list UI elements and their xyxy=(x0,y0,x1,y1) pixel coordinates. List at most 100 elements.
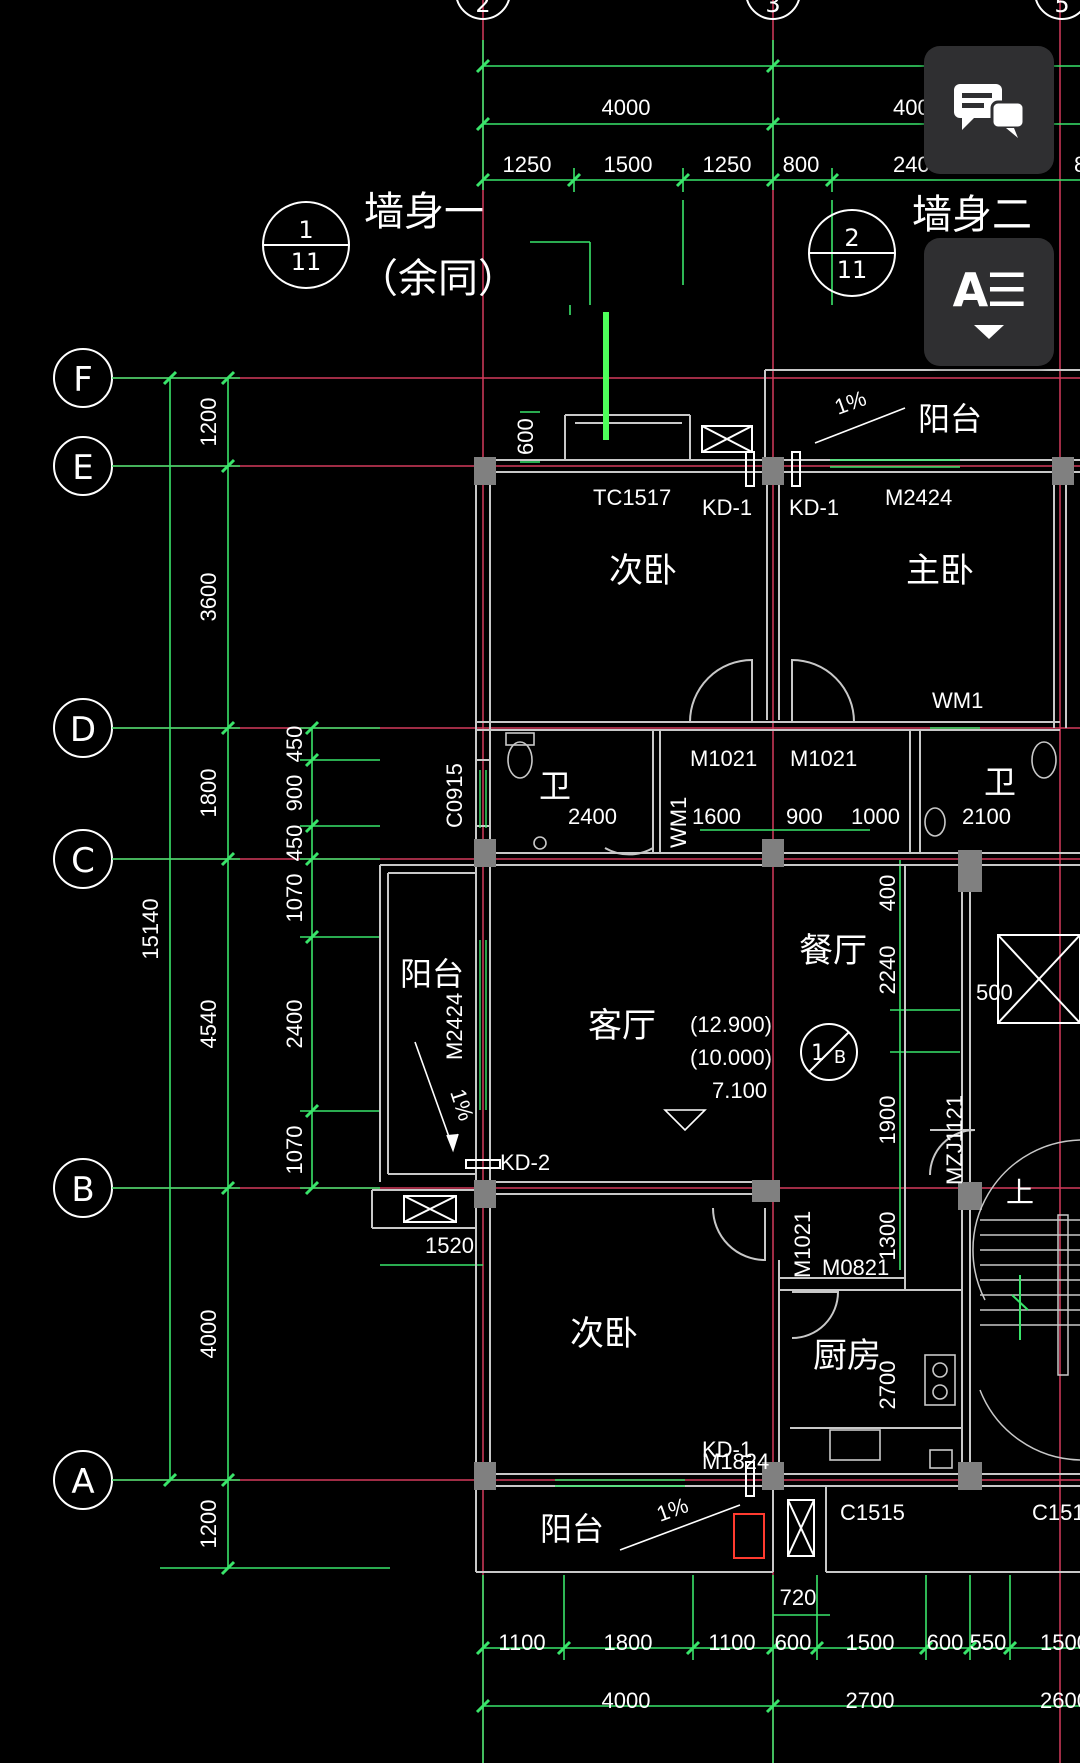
dim-bot-1100a: 1100 xyxy=(498,1630,545,1655)
dim-900: 900 xyxy=(786,804,823,829)
tag-m2424-vert: M2424 xyxy=(442,993,467,1060)
room-bath-left: 卫 xyxy=(539,767,571,805)
row-axis-bubbles xyxy=(53,348,113,1510)
structural-columns xyxy=(474,457,1074,1490)
dim-2100: 2100 xyxy=(962,804,1011,829)
slope-left: 1% xyxy=(445,1086,479,1124)
dim-left-1200a: 1200 xyxy=(196,398,221,447)
elevation-3: 7.100 xyxy=(712,1078,767,1103)
dim-bot-600b: 600 xyxy=(927,1630,964,1655)
room-dining: 餐厅 xyxy=(799,931,867,971)
tag-m1021-a: M1021 xyxy=(690,746,757,771)
tag-m0821: M0821 xyxy=(822,1255,889,1280)
slope-top: 1% xyxy=(831,385,869,419)
comment-icon xyxy=(954,84,1026,138)
elevation-marker-icon xyxy=(663,1109,707,1132)
stair-up-label: 上 xyxy=(1006,1176,1034,1209)
tag-m2424-top: M2424 xyxy=(885,485,952,510)
detail-ref-1-den: 11 xyxy=(291,248,322,276)
dim-bot-550: 550 xyxy=(970,1630,1007,1655)
dim-2400: 2400 xyxy=(568,804,617,829)
stair-arrows xyxy=(1011,1275,1029,1340)
detail-ref-1-sub: （余同） xyxy=(358,256,518,302)
axis-col-3: 3 xyxy=(765,0,780,18)
dim-top-800: 800 xyxy=(783,152,820,177)
elevation-2: (10.000) xyxy=(690,1045,772,1070)
dim-left-4000: 4000 xyxy=(196,1310,221,1359)
dim-1900: 1900 xyxy=(875,1096,900,1145)
tag-m1824: M1824 xyxy=(702,1449,769,1474)
dim-1520: 1520 xyxy=(425,1233,474,1258)
room-balcony-top: 阳台 xyxy=(918,400,982,438)
detail-ref-2-den: 11 xyxy=(837,256,868,284)
dim-bot-600a: 600 xyxy=(775,1630,812,1655)
door-swings xyxy=(604,658,976,1339)
tag-tc1517: TC1517 xyxy=(593,485,671,510)
row-axis-labels: F E D C B A xyxy=(70,360,96,1502)
dim-400: 400 xyxy=(875,875,900,912)
dim-left-1800: 1800 xyxy=(196,769,221,818)
dim-inner-1070b: 1070 xyxy=(282,1126,307,1175)
dim-bot-1500a: 1500 xyxy=(846,1630,895,1655)
dim-left-4540: 4540 xyxy=(196,1000,221,1049)
tag-c151: C151 xyxy=(1032,1500,1080,1525)
axis-col-2: 2 xyxy=(475,0,490,18)
detail-ref-1-title: 墙身一 xyxy=(364,189,484,235)
dim-bot-4000: 4000 xyxy=(602,1688,651,1713)
dim-top-1250a: 1250 xyxy=(503,152,552,177)
text-format-icon: A☰ xyxy=(952,263,1028,317)
tag-kd2: KD-2 xyxy=(500,1150,550,1175)
room-master-bedroom: 主卧 xyxy=(906,551,974,591)
equipment-boxes xyxy=(403,425,1080,1557)
kd-openings xyxy=(465,451,801,1497)
dim-bot-1500b: 1500 xyxy=(1040,1630,1080,1655)
tag-m1021-b: M1021 xyxy=(790,746,857,771)
dim-left-3600: 3600 xyxy=(196,573,221,622)
dim-left-1200b: 1200 xyxy=(196,1500,221,1549)
axis-row-e: E xyxy=(72,448,93,488)
room-dims: 2400 1600 900 1000 2100 500 1520 400 224… xyxy=(425,804,1013,1409)
slope-arrows xyxy=(414,407,906,1551)
dim-inner-450b: 450 xyxy=(282,825,307,862)
dim-2700: 2700 xyxy=(875,1361,900,1410)
comment-button[interactable] xyxy=(924,46,1054,174)
axis-row-c: C xyxy=(71,841,95,881)
heater-icon xyxy=(733,1513,765,1559)
tag-kd1-a: KD-1 xyxy=(702,495,752,520)
opening-tags: TC1517 KD-1 KD-1 M2424 WM1 M1021 M1021 M… xyxy=(442,418,1080,1525)
dimension-ticks xyxy=(162,58,1018,1714)
dim-inner-450a: 450 xyxy=(282,726,307,763)
dim-top-1250b: 1250 xyxy=(703,152,752,177)
left-outer-dims: 1200 3600 1800 4540 4000 1200 15140 xyxy=(138,398,221,1549)
dim-1300: 1300 xyxy=(875,1212,900,1261)
room-kitchen: 厨房 xyxy=(813,1336,881,1376)
dim-500: 500 xyxy=(976,980,1013,1005)
tag-wm1-side: WM1 xyxy=(666,797,691,848)
dim-top-1500: 1500 xyxy=(604,152,653,177)
section-ref-num: 1 xyxy=(811,1041,825,1066)
room-bath-right: 卫 xyxy=(984,763,1016,801)
tag-c0915: C0915 xyxy=(442,763,467,828)
room-living: 客厅 xyxy=(588,1006,656,1046)
axis-row-b: B xyxy=(71,1170,94,1210)
dim-top-400: 400 xyxy=(893,95,930,120)
tag-kd1-b: KD-1 xyxy=(789,495,839,520)
tag-600: 600 xyxy=(513,418,538,455)
dim-bot-720: 720 xyxy=(780,1585,817,1610)
dim-top-4000: 4000 xyxy=(602,95,651,120)
dim-top-8: 8 xyxy=(1074,152,1080,177)
detail-ref-1-num: 1 xyxy=(298,216,313,244)
dim-bot-2700: 2700 xyxy=(846,1688,895,1713)
detail-ref-bubbles xyxy=(262,201,896,1081)
tag-mzj1121: MZJ1121 xyxy=(942,1095,967,1185)
text-format-button[interactable]: A☰ xyxy=(924,238,1054,366)
dim-top-240: 240 xyxy=(893,152,930,177)
section-ref-den: B xyxy=(834,1047,846,1068)
room-balcony-left: 阳台 xyxy=(400,955,464,993)
dim-inner-2400: 2400 xyxy=(282,1000,307,1049)
fixtures xyxy=(505,732,1057,1469)
detail-ref-2-num: 2 xyxy=(844,224,859,252)
dim-inner-1070a: 1070 xyxy=(282,874,307,923)
axis-col-5: 5 xyxy=(1054,0,1069,18)
